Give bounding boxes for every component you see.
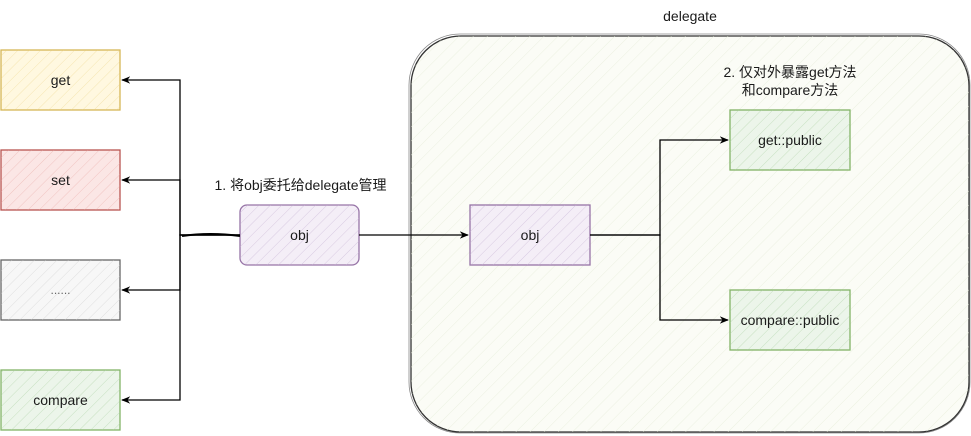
node-compare-public-label: compare::public xyxy=(740,312,840,328)
node-more-label: ...... xyxy=(50,283,71,297)
delegate-container-label: delegate xyxy=(663,8,717,24)
node-compare-label: compare xyxy=(33,392,88,408)
edges-delegate-to-public xyxy=(590,136,729,324)
node-set[interactable] xyxy=(0,149,121,211)
annotation-step1: 1. 将obj委托给delegate管理 xyxy=(214,177,387,193)
node-set-label: set xyxy=(51,172,70,188)
node-obj-outer-label: obj xyxy=(290,227,309,243)
annotation-step2-line2: 和compare方法 xyxy=(741,82,839,98)
annotation-step2-line1: 2. 仅对外暴露get方法 xyxy=(723,64,857,80)
node-more[interactable] xyxy=(0,259,121,321)
edge-obj-get xyxy=(121,76,240,236)
node-get-public-label: get::public xyxy=(758,132,822,148)
node-obj-inner-label: obj xyxy=(520,227,540,243)
node-obj-inner[interactable] xyxy=(469,204,591,266)
node-get[interactable] xyxy=(0,49,121,111)
node-compare[interactable] xyxy=(0,369,121,431)
node-get-public[interactable] xyxy=(729,109,851,171)
node-get-label: get xyxy=(50,72,71,88)
edges-obj-to-methods xyxy=(121,76,241,404)
node-compare-public[interactable] xyxy=(729,289,851,351)
node-obj-outer[interactable] xyxy=(239,204,360,266)
edge-obj-compare xyxy=(121,234,240,404)
edge-delegate-compare-public xyxy=(590,234,729,324)
edge-obj-more xyxy=(121,234,240,294)
